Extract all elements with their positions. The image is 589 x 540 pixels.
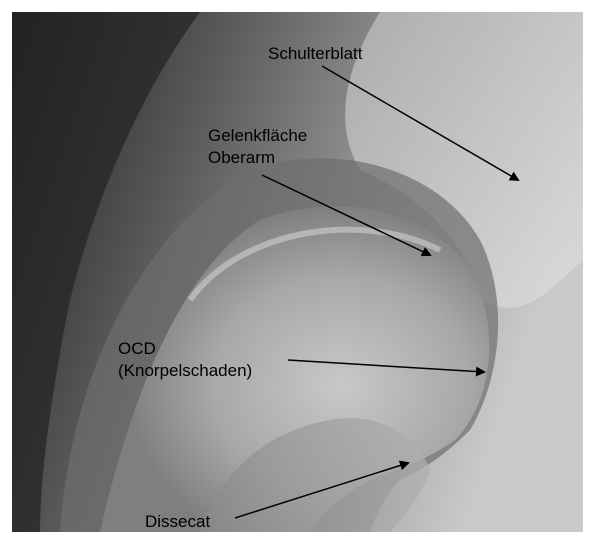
- label-gelenkflaeche: Gelenkfläche Oberarm: [208, 125, 307, 169]
- label-gelenkflaeche-line2: Oberarm: [208, 147, 307, 169]
- label-schulterblatt-text: Schulterblatt: [268, 44, 363, 63]
- label-gelenkflaeche-line1: Gelenkfläche: [208, 125, 307, 147]
- label-dissecat: Dissecat: [145, 511, 210, 533]
- label-ocd-line2: (Knorpelschaden): [118, 360, 252, 382]
- label-ocd-line1: OCD: [118, 338, 252, 360]
- label-dissecat-text: Dissecat: [145, 512, 210, 531]
- label-schulterblatt: Schulterblatt: [268, 43, 363, 65]
- label-ocd: OCD (Knorpelschaden): [118, 338, 252, 382]
